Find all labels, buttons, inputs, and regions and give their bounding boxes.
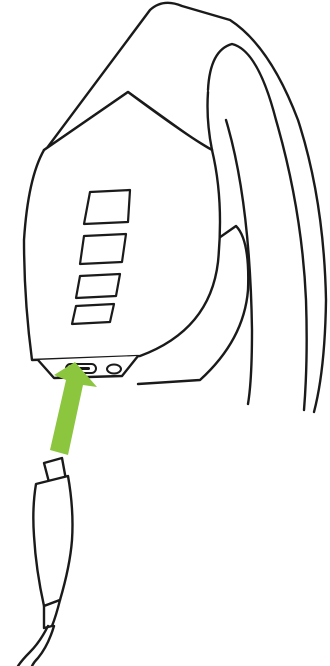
cable-wire	[18, 626, 48, 666]
earcup-shell	[24, 92, 220, 360]
headphone-earcup-icon	[24, 92, 220, 378]
cable-strain-relief	[44, 600, 60, 628]
cable-connector-housing	[33, 476, 72, 606]
usb-c-cable-icon	[18, 458, 73, 666]
headband-inner-seam	[208, 92, 213, 150]
mic-hole	[107, 365, 121, 374]
